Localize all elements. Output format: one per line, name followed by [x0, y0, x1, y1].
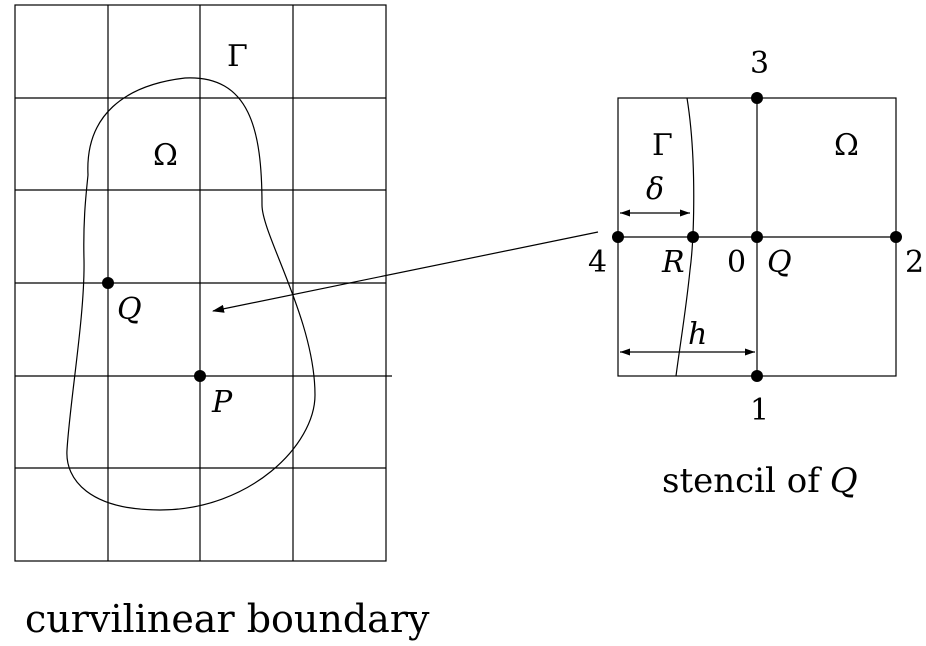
- stencil-caption-point: Q: [830, 461, 858, 501]
- h-arrow-right: [745, 348, 755, 356]
- stencil-boundary-curve: [675, 97, 695, 377]
- node-4-label: 4: [588, 245, 607, 280]
- node-0-label: 0: [727, 245, 746, 280]
- left-caption: curvilinear boundary: [25, 597, 430, 641]
- point-p-dot: [194, 370, 206, 382]
- stencil-q-label: Q: [767, 245, 792, 280]
- point-p-label: P: [211, 385, 233, 420]
- point-r-dot: [687, 231, 699, 243]
- boundary-curve: [66, 77, 316, 511]
- node-3-dot: [751, 92, 763, 104]
- h-label: h: [688, 317, 707, 352]
- delta-arrow-right: [680, 209, 690, 217]
- node-4-dot: [612, 231, 624, 243]
- stencil-diagram: δ h Γ Ω 3 1 4 2 0 R Q: [588, 46, 924, 428]
- point-q-dot: [102, 277, 114, 289]
- h-arrow-left: [620, 348, 630, 356]
- stencil-omega-label: Ω: [834, 128, 859, 163]
- node-1-label: 1: [750, 393, 769, 428]
- point-q-label: Q: [117, 292, 142, 327]
- left-grid: [14, 4, 392, 562]
- delta-label: δ: [646, 172, 664, 207]
- node-1-dot: [751, 370, 763, 382]
- delta-arrow-left: [620, 209, 630, 217]
- node-2-dot: [890, 231, 902, 243]
- stencil-arrow: [212, 231, 599, 313]
- node-2-label: 2: [905, 245, 924, 280]
- node-0-dot: [751, 231, 763, 243]
- stencil-gamma-label: Γ: [652, 128, 673, 163]
- gamma-label: Γ: [227, 39, 248, 74]
- omega-label: Ω: [153, 138, 178, 173]
- node-3-label: 3: [750, 46, 769, 81]
- point-r-label: R: [661, 245, 685, 280]
- stencil-caption-prefix: stencil of: [662, 461, 822, 501]
